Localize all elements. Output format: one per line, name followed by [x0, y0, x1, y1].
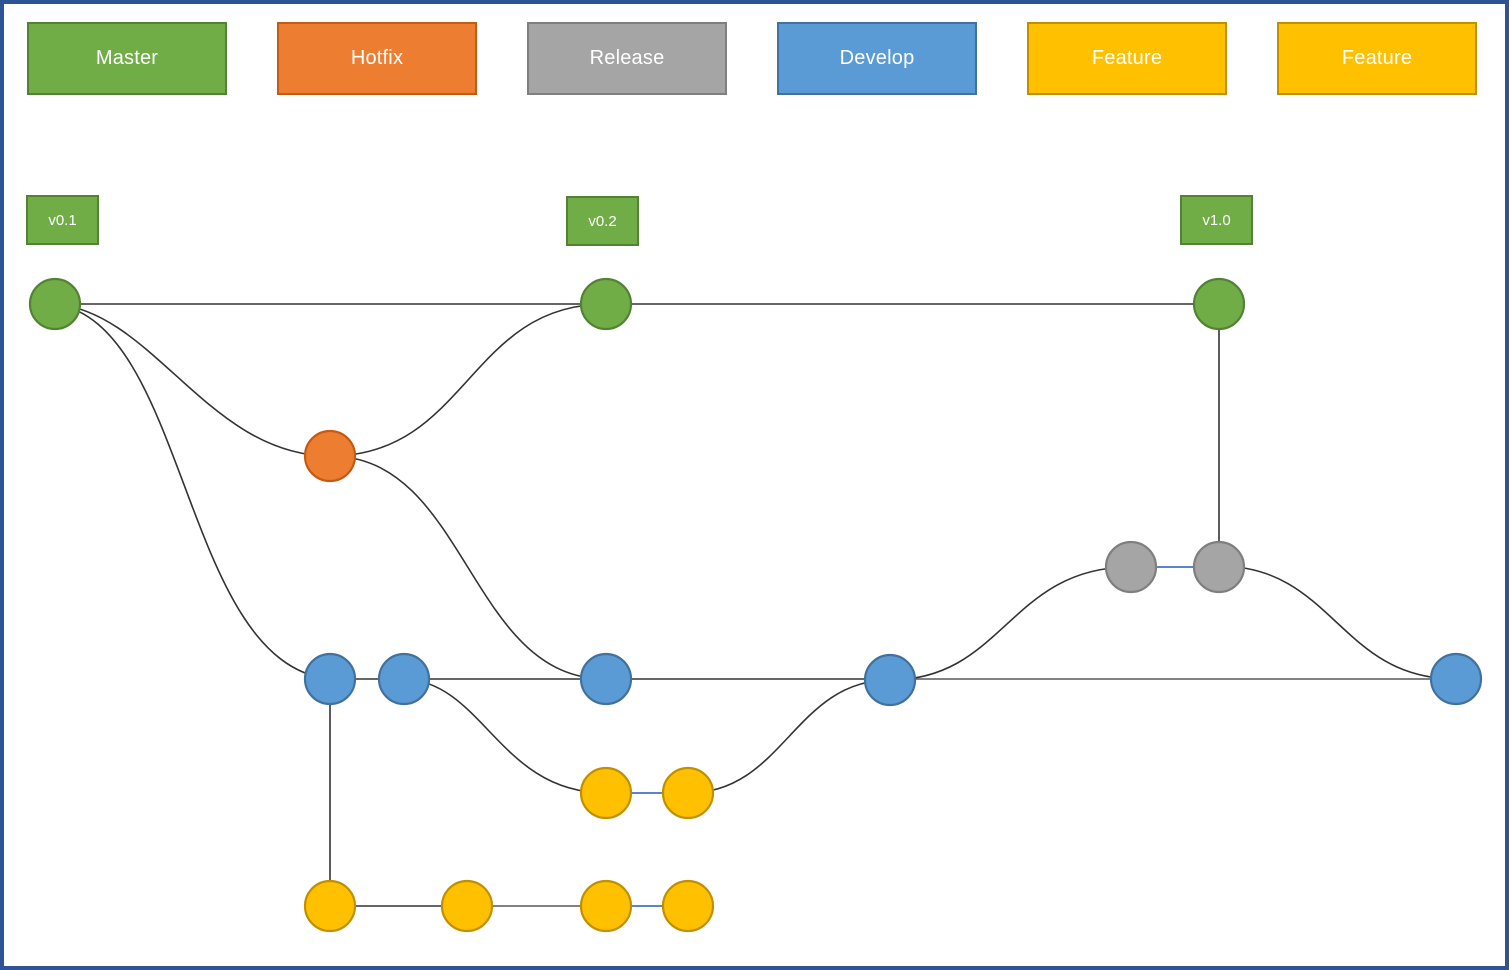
legend-develop-label: Develop — [839, 47, 915, 69]
legend-master: Master — [27, 22, 227, 95]
tag-v1-0: v1.0 — [1180, 195, 1253, 245]
edge-feature-upper-merge-develop — [687, 679, 891, 794]
edge-master-to-develop — [54, 303, 331, 680]
legend-release: Release — [527, 22, 727, 95]
edge-hotfix-merge-develop — [329, 455, 607, 680]
commit-master-v0-2 — [579, 277, 633, 331]
commit-develop-5 — [1429, 652, 1483, 706]
commit-feature-lower-2 — [440, 879, 494, 933]
tag-v1-0-label: v1.0 — [1202, 211, 1231, 229]
commit-develop-4 — [863, 653, 917, 707]
legend-feature-1: Feature — [1027, 22, 1227, 95]
edge-release-merge-develop — [1218, 565, 1457, 680]
commit-feature-lower-3 — [579, 879, 633, 933]
edge-develop-to-feature-upper — [403, 678, 607, 794]
tag-v0-2: v0.2 — [566, 196, 639, 246]
legend-feature-1-label: Feature — [1091, 47, 1163, 69]
tag-v0-1: v0.1 — [26, 195, 99, 245]
commit-master-v0-1 — [28, 277, 82, 331]
commit-feature-lower-4 — [661, 879, 715, 933]
commit-release-1 — [1104, 540, 1158, 594]
legend-hotfix: Hotfix — [277, 22, 477, 95]
legend-feature-2: Feature — [1277, 22, 1477, 95]
legend-master-label: Master — [95, 47, 159, 69]
tag-v0-2-label: v0.2 — [588, 212, 617, 230]
legend-hotfix-label: Hotfix — [350, 47, 404, 69]
edge-hotfix-merge-master — [329, 303, 607, 457]
commit-develop-2 — [377, 652, 431, 706]
legend-develop: Develop — [777, 22, 977, 95]
legend-feature-2-label: Feature — [1341, 47, 1413, 69]
commit-develop-3 — [579, 652, 633, 706]
edge-develop-to-release — [889, 566, 1132, 681]
edge-master-to-hotfix — [54, 303, 331, 457]
commit-master-v1-0 — [1192, 277, 1246, 331]
tag-v0-1-label: v0.1 — [48, 211, 77, 229]
commit-feature-upper-1 — [579, 766, 633, 820]
commit-feature-upper-2 — [661, 766, 715, 820]
commit-hotfix-1 — [303, 429, 357, 483]
branch-graph — [28, 277, 1483, 933]
commit-release-2 — [1192, 540, 1246, 594]
legend-release-label: Release — [589, 47, 665, 69]
commit-feature-lower-1 — [303, 879, 357, 933]
commit-develop-1 — [303, 652, 357, 706]
